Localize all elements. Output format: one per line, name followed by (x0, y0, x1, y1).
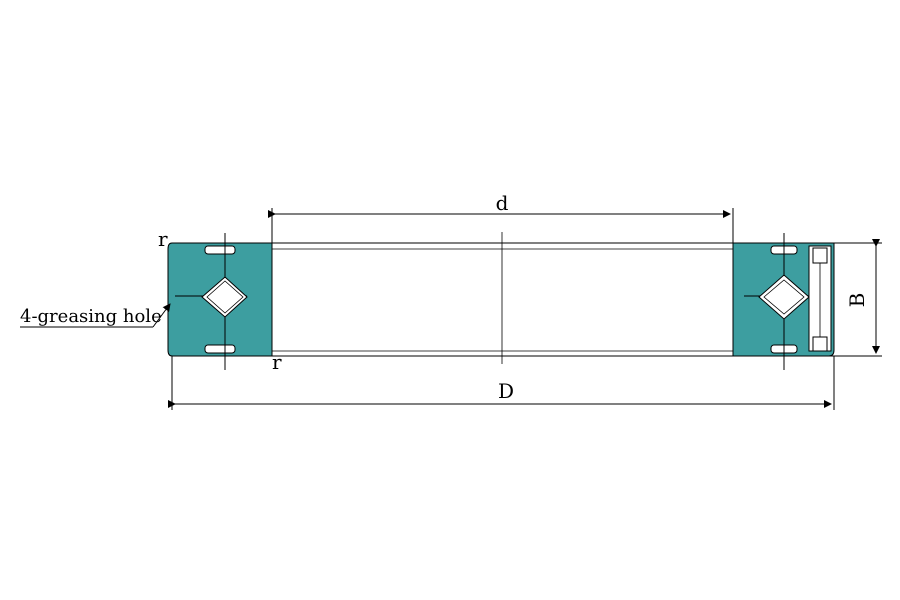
r-bottom-label: r (272, 350, 282, 374)
bearing-outline (172, 242, 834, 357)
right-ring-section (732, 233, 835, 370)
dimension-B: B (834, 239, 882, 357)
B-label: B (845, 293, 869, 308)
dimension-d: d (268, 191, 734, 243)
D-label: D (498, 379, 514, 403)
greasing-hole-callout: 4-greasing hole (20, 303, 171, 328)
r-top-label: r (158, 227, 168, 251)
greasing-hole-label: 4-greasing hole (20, 306, 162, 327)
dimension-D: D (168, 356, 835, 410)
d-label: d (496, 191, 509, 215)
left-ring-section (167, 233, 273, 370)
